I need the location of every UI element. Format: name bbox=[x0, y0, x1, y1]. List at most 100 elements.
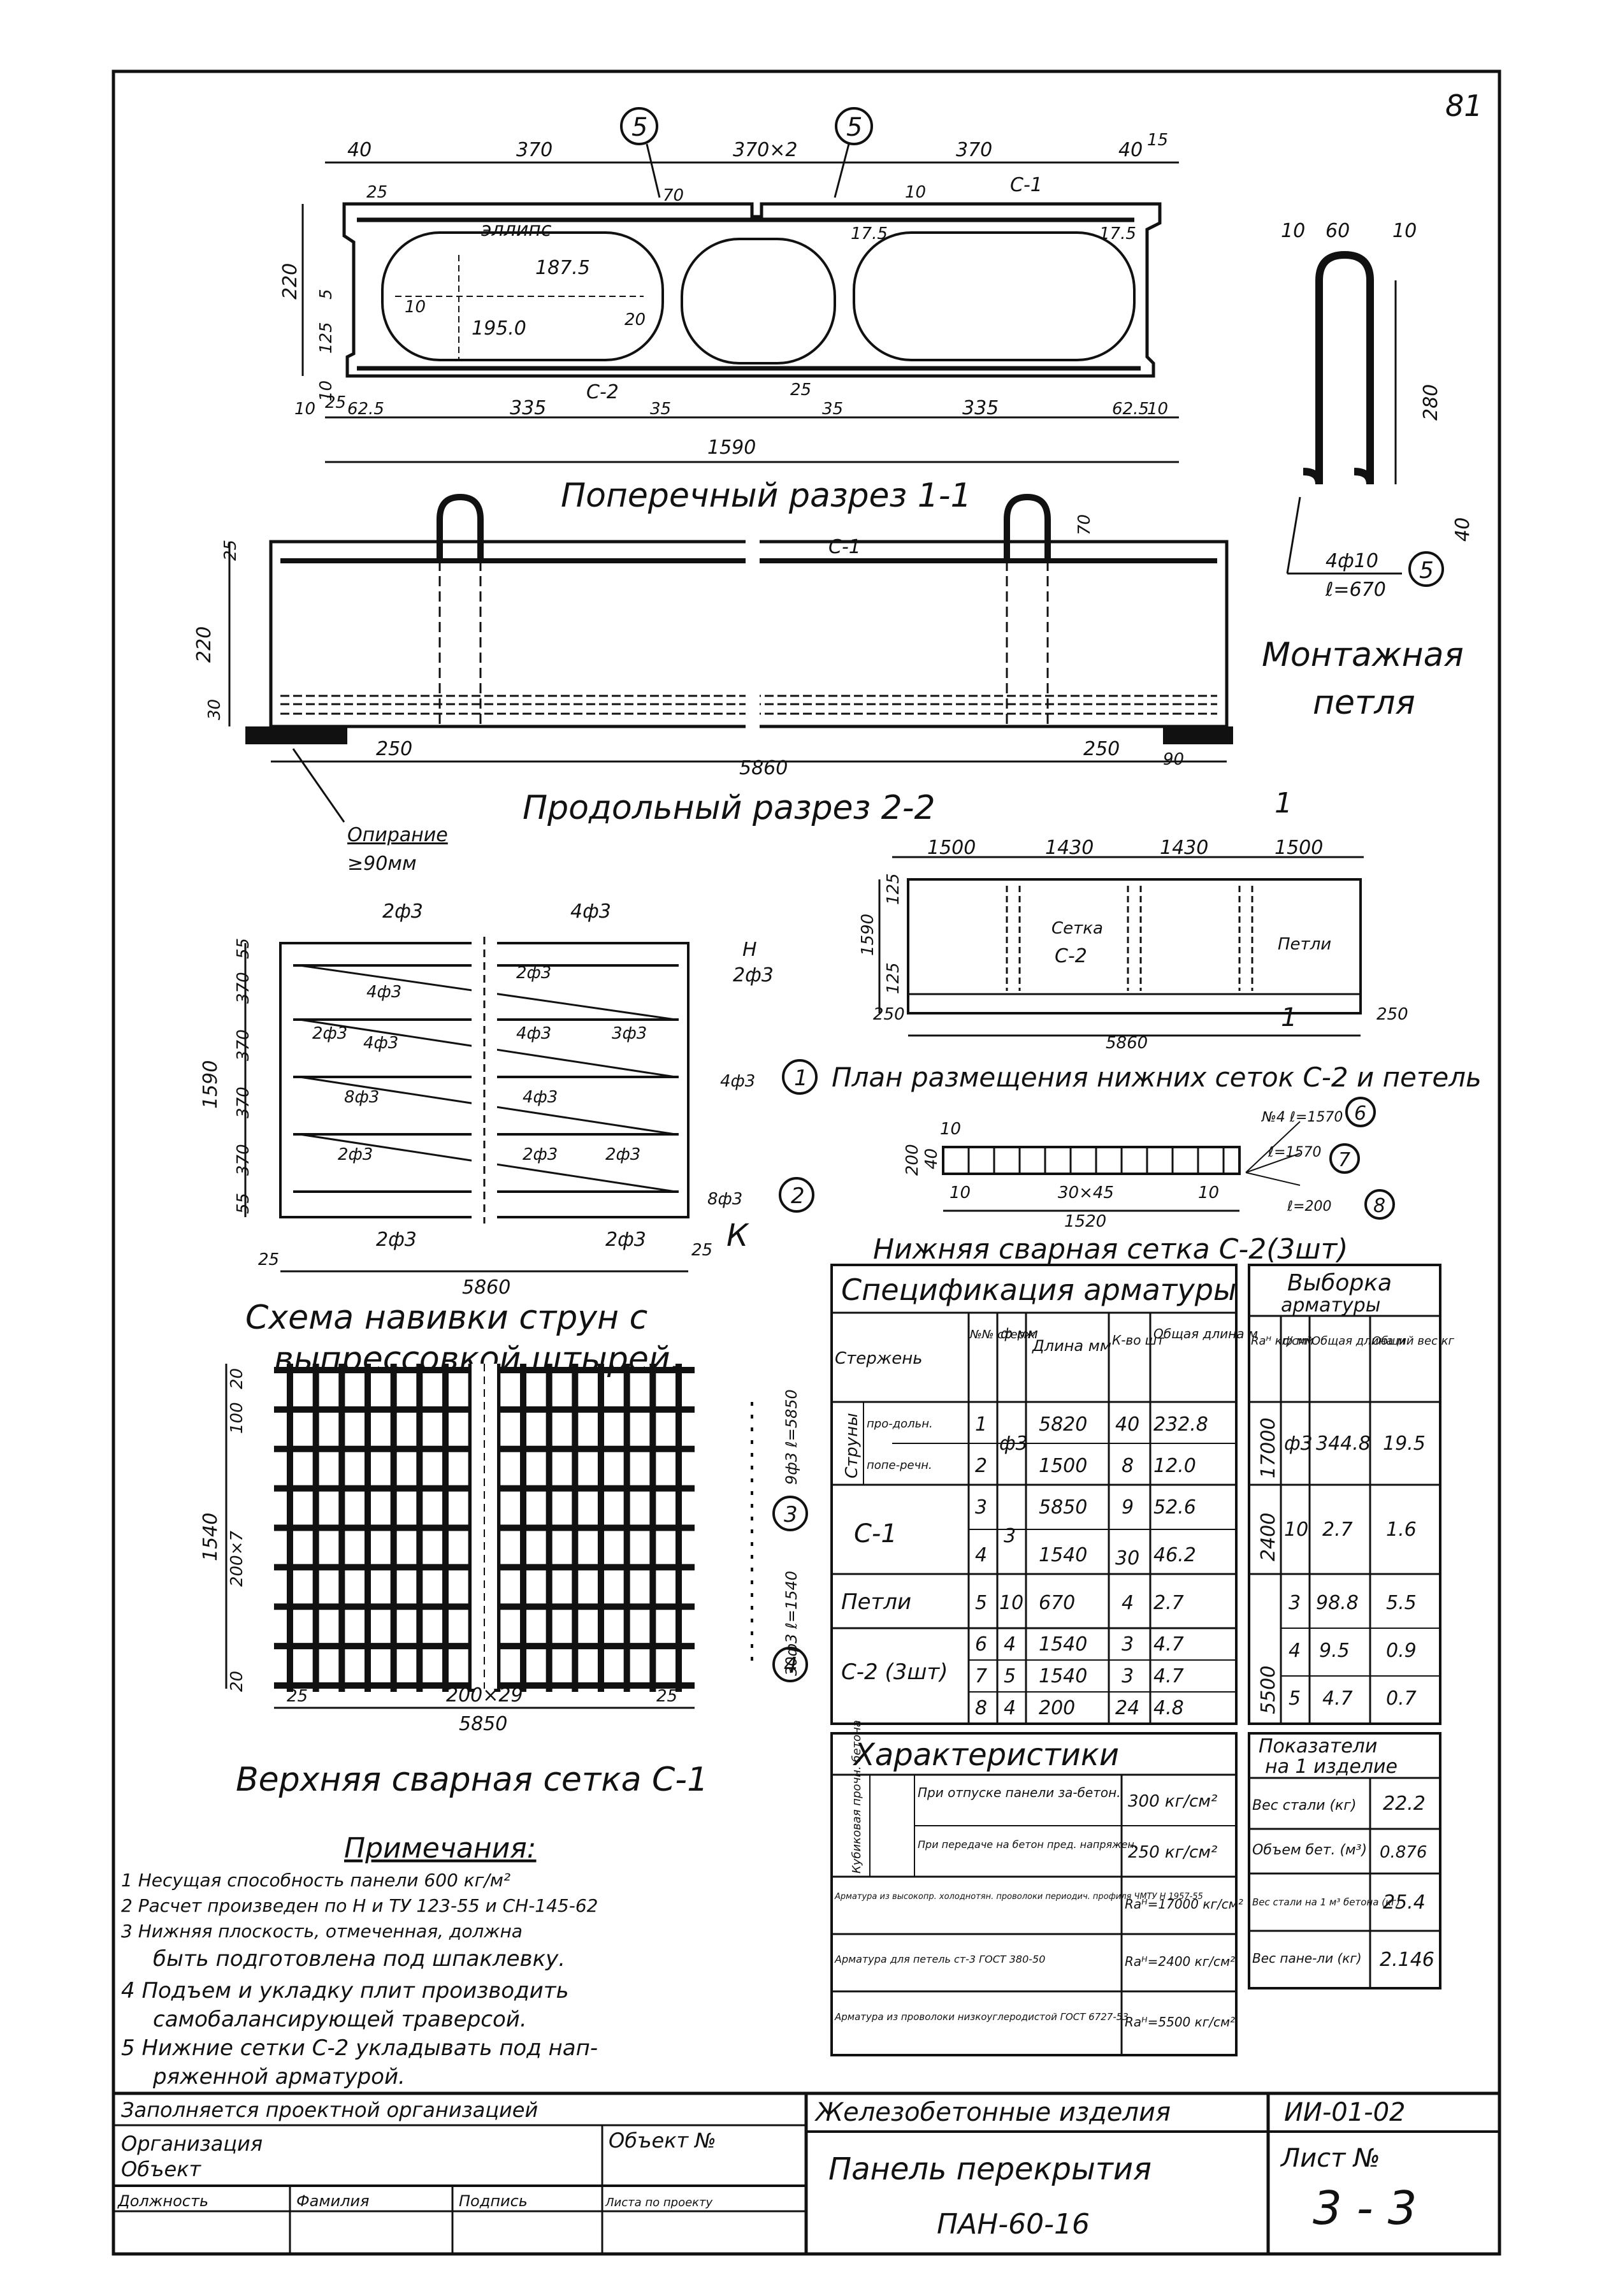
sample-r2-w: 1.6 bbox=[1386, 1519, 1417, 1541]
spec-h-total: Общая длина м bbox=[1153, 1326, 1258, 1341]
spec-r7-qty: 3 bbox=[1122, 1665, 1134, 1687]
support-value: ≥90мм bbox=[347, 853, 417, 875]
plan-dim-250-right: 250 bbox=[1376, 1005, 1408, 1024]
tb-sheet-no: 3 - 3 bbox=[1313, 2181, 1417, 2235]
tb-product-type: Железобетонные изделия bbox=[814, 2098, 1171, 2127]
dim-top-2: 370 bbox=[516, 139, 553, 161]
spec-r6-len: 1540 bbox=[1039, 1633, 1087, 1656]
mesh-c2-dim-200: 200 bbox=[903, 1144, 922, 1176]
strand-label-4: 4ф3 bbox=[366, 983, 401, 1002]
char-r1-label: При отпуске панели за-бетон. bbox=[918, 1785, 1121, 1800]
strand-label-12: 2ф3 bbox=[523, 1145, 558, 1164]
char-r5-value: Rаᴴ=5500 кг/см² bbox=[1125, 2014, 1235, 2030]
dim-bot-2: 25 bbox=[325, 393, 346, 412]
spec-r1-total: 232.8 bbox=[1153, 1413, 1208, 1436]
note-5b: ряженной арматурой. bbox=[152, 2064, 405, 2090]
strand-winding-scheme: 2ф3 4ф3 2ф3 4ф3 2ф3 4ф3 4ф3 3ф3 8ф3 4ф3 … bbox=[199, 900, 818, 1378]
spec-r7-total: 4.7 bbox=[1153, 1665, 1184, 1687]
svg-text:5: 5 bbox=[632, 113, 647, 142]
strand-dim-5860: 5860 bbox=[462, 1276, 510, 1299]
spec-h-len: Длина мм bbox=[1032, 1337, 1111, 1355]
strand-label-7: 4ф3 bbox=[516, 1024, 551, 1043]
spec-h-no: №№ стерж bbox=[969, 1328, 1036, 1341]
section-1-1-title: Поперечный разрез 1-1 bbox=[561, 477, 972, 515]
plan-dim-250-left: 250 bbox=[873, 1005, 905, 1024]
long-dim-90: 90 bbox=[1163, 750, 1184, 769]
spec-r3-d: 3 bbox=[1004, 1525, 1016, 1547]
spec-r2-qty: 8 bbox=[1122, 1455, 1134, 1477]
spec-r1-sub: про-дольн. bbox=[867, 1417, 933, 1431]
note-1: 1 Несущая способность панели 600 кг/м² bbox=[121, 1870, 510, 1891]
spec-r3-qty: 9 bbox=[1122, 1496, 1134, 1519]
label-ellipse: эллипс bbox=[481, 219, 552, 241]
mesh-c2-dim-10c: 10 bbox=[1198, 1183, 1219, 1202]
marker-5-left: 5 bbox=[620, 107, 661, 198]
strand-dim-370d: 370 bbox=[234, 1144, 253, 1176]
c1-dim-20a: 20 bbox=[228, 1368, 247, 1389]
loop-right-long bbox=[1004, 493, 1051, 561]
sample-r2-d: 10 bbox=[1284, 1519, 1308, 1541]
plan-label-setka: Сетка bbox=[1051, 919, 1103, 938]
panel-section-outline bbox=[342, 202, 1162, 378]
ind-r3-value: 25.4 bbox=[1383, 1891, 1426, 1914]
tb-col-2: Фамилия bbox=[296, 2192, 369, 2210]
mesh-c2-title: Нижняя сварная сетка С-2(3шт) bbox=[873, 1233, 1348, 1266]
loop-title-1: Монтажная bbox=[1262, 636, 1464, 674]
strand-dim-370c: 370 bbox=[234, 1087, 253, 1118]
mesh-c2-dim-pitch: 30×45 bbox=[1058, 1183, 1114, 1202]
sample-h-len: Общая длина м bbox=[1311, 1334, 1406, 1348]
strand-dim-370b: 370 bbox=[234, 1029, 253, 1061]
dim-left-5: 5 bbox=[317, 289, 336, 300]
spec-r2-total: 12.0 bbox=[1153, 1455, 1196, 1477]
mesh-c2-bar-8: ℓ=200 bbox=[1287, 1199, 1332, 1215]
spec-r1-d: ф3 bbox=[999, 1433, 1028, 1455]
sample-r3-w: 5.5 bbox=[1386, 1592, 1417, 1614]
sample-r4-len: 9.5 bbox=[1319, 1640, 1350, 1662]
c1-dim-25a: 25 bbox=[287, 1687, 308, 1706]
support-label: Опирание bbox=[347, 824, 448, 846]
sample-r4-w: 0.9 bbox=[1386, 1640, 1417, 1662]
sample-title-2: арматуры bbox=[1281, 1294, 1380, 1317]
c1-marker-3: 3 bbox=[784, 1502, 798, 1527]
strand-dim-55a: 55 bbox=[234, 938, 253, 959]
spec-h-d: ф мм bbox=[1000, 1326, 1038, 1342]
sample-r3-len: 98.8 bbox=[1316, 1592, 1359, 1614]
strand-label-14: 2ф3 bbox=[376, 1229, 417, 1251]
sample-r5-d: 5 bbox=[1289, 1687, 1301, 1710]
loop-dim-10a: 10 bbox=[1281, 220, 1305, 242]
spec-r5-group: Петли bbox=[841, 1589, 911, 1615]
dim-top-1: 40 bbox=[347, 139, 372, 161]
c1-marker-4: 4 bbox=[784, 1653, 798, 1679]
dim-top-4: 370 bbox=[956, 139, 992, 161]
label-c1-long: С-1 bbox=[828, 536, 861, 558]
strand-title-1: Схема навивки струн с bbox=[245, 1299, 647, 1337]
c1-dim-1540: 1540 bbox=[199, 1513, 222, 1561]
strand-label-16: 4ф3 bbox=[720, 1072, 755, 1091]
sample-r2-ra: 2400 bbox=[1257, 1513, 1280, 1561]
sample-r3-ra: 5500 bbox=[1257, 1666, 1280, 1714]
tb-obj-no-label: Объект № bbox=[609, 2128, 716, 2153]
strand-label-11: 2ф3 bbox=[338, 1145, 373, 1164]
spec-r1-group: Струны bbox=[842, 1413, 862, 1478]
loop-dim-40: 40 bbox=[1452, 517, 1474, 542]
plan-c2-placement: 1500 1430 1430 1500 Сетка С-2 Петли 1 1 … bbox=[832, 787, 1482, 1093]
char-side: Кубиковая прочн. бетона bbox=[850, 1720, 863, 1874]
long-dim-30: 30 bbox=[205, 699, 224, 720]
tb-filled-by: Заполняется проектной организацией bbox=[121, 2098, 538, 2122]
plan-dim-1430a: 1430 bbox=[1045, 837, 1094, 859]
spec-r2-sub: попе-речн. bbox=[867, 1459, 932, 1472]
spec-r7-no: 7 bbox=[975, 1665, 987, 1687]
loop-title-2: петля bbox=[1313, 684, 1415, 722]
spec-r1-qty: 40 bbox=[1115, 1413, 1139, 1436]
note-4b: самобалансирующей траверсой. bbox=[153, 2007, 527, 2032]
plan-dim-1590: 1590 bbox=[858, 914, 878, 956]
ind-title-1: Показатели bbox=[1259, 1735, 1377, 1758]
spec-r2-len: 1500 bbox=[1039, 1455, 1087, 1477]
spec-r5-no: 5 bbox=[975, 1592, 987, 1614]
ind-r3-label: Вес стали на 1 м³ бетона (кг) bbox=[1252, 1896, 1400, 1908]
strand-label-15: 2ф3 bbox=[605, 1229, 646, 1251]
loop-dim-280: 280 bbox=[1420, 384, 1442, 421]
dim-total-1590: 1590 bbox=[707, 437, 756, 459]
spec-r6-qty: 3 bbox=[1122, 1633, 1134, 1656]
void-right bbox=[853, 231, 1136, 361]
